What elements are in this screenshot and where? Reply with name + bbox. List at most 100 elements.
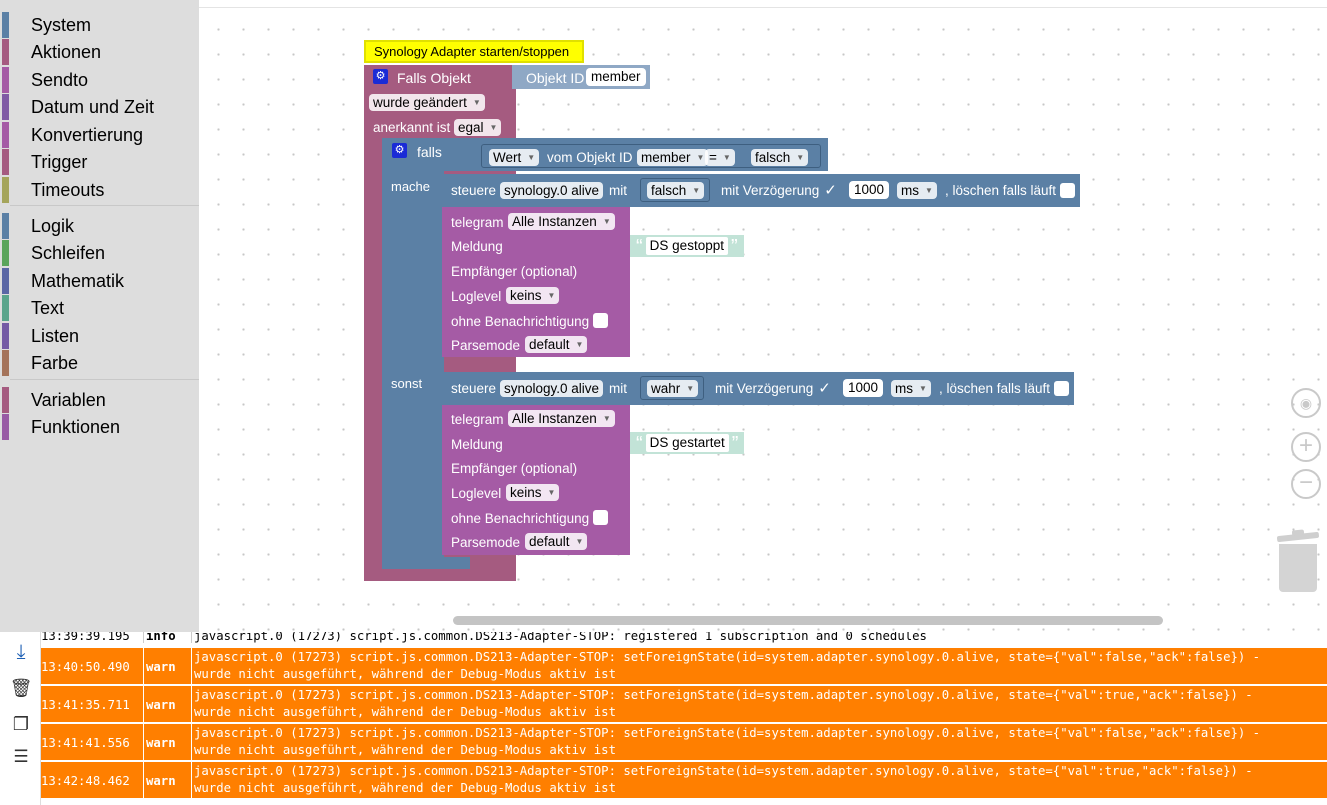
log-level: warn bbox=[144, 686, 192, 722]
loglevel-dropdown[interactable]: keins▼ bbox=[506, 484, 560, 501]
mutator-gear-icon[interactable]: ⚙ bbox=[373, 69, 388, 84]
loglevel-label: Loglevel bbox=[451, 486, 502, 501]
if-block[interactable] bbox=[382, 138, 444, 569]
operator-dropdown[interactable]: =▼ bbox=[705, 149, 735, 166]
vom-objekt-label: vom Objekt ID bbox=[547, 150, 633, 165]
member-dropdown[interactable]: member▼ bbox=[637, 149, 709, 166]
log-time: 13:40:50.490 bbox=[41, 648, 144, 684]
clear-checkbox[interactable] bbox=[1054, 381, 1069, 396]
category-label: Konvertierung bbox=[31, 125, 144, 145]
toolbox-category-system[interactable]: System bbox=[0, 12, 199, 38]
toolbox-category-aktionen[interactable]: Aktionen bbox=[0, 39, 199, 65]
delay-checkbox[interactable]: ✓ bbox=[824, 182, 837, 199]
clear-checkbox[interactable] bbox=[1060, 183, 1075, 198]
target-value: synology.0 alive bbox=[504, 183, 600, 198]
delay-field[interactable]: 1000 bbox=[843, 379, 884, 397]
category-swatch bbox=[2, 122, 9, 148]
value-dropdown[interactable]: falsch ▼ bbox=[647, 182, 705, 199]
delay-checkbox[interactable]: ✓ bbox=[818, 380, 831, 397]
category-swatch bbox=[2, 240, 9, 266]
plus-circle-icon[interactable]: + bbox=[1291, 432, 1321, 462]
value-dropdown[interactable]: wahr▼ bbox=[647, 380, 699, 397]
ohne-checkbox[interactable] bbox=[593, 313, 608, 328]
toolbox-category-sendto[interactable]: Sendto bbox=[0, 67, 199, 93]
target-dropdown[interactable]: synology.0 alive bbox=[500, 380, 604, 397]
ack-dropdown[interactable]: egal▼ bbox=[454, 119, 502, 136]
category-label: Trigger bbox=[31, 152, 88, 172]
log-message-line: javascript.0 (17273) script.js.common.DS… bbox=[194, 764, 1253, 778]
horizontal-scrollbar[interactable] bbox=[453, 616, 1163, 625]
log-row: 13:41:35.711 warn javascript.0 (17273) s… bbox=[41, 686, 1327, 724]
ohne-checkbox[interactable] bbox=[593, 510, 608, 525]
toolbox-category-konvertierung[interactable]: Konvertierung bbox=[0, 122, 199, 148]
dropdown-caret-icon: ▼ bbox=[692, 186, 701, 195]
parsemode-dropdown[interactable]: default▼ bbox=[525, 336, 588, 353]
unit-dropdown[interactable]: ms▼ bbox=[891, 380, 931, 397]
toolbox-category-variablen[interactable]: Variablen bbox=[0, 387, 199, 413]
log-time: 13:42:48.462 bbox=[41, 762, 144, 798]
category-swatch bbox=[2, 295, 9, 321]
dropdown-caret-icon: ▼ bbox=[925, 186, 933, 195]
toolbox-category-logik[interactable]: Logik bbox=[0, 213, 199, 239]
target-icon[interactable]: ◉ bbox=[1291, 388, 1321, 418]
dropdown-caret-icon: ▼ bbox=[527, 153, 536, 162]
operator-value: = bbox=[709, 150, 717, 165]
toolbox-category-text[interactable]: Text bbox=[0, 295, 199, 321]
trash-icon[interactable]: 🗑 bbox=[9, 678, 33, 698]
change-dropdown[interactable]: wurde geändert▼ bbox=[369, 94, 485, 111]
message-string-block[interactable]: “DS gestoppt” bbox=[630, 235, 744, 258]
arrow-down-to-line-icon[interactable]: ⤓ bbox=[16, 641, 26, 663]
target-dropdown[interactable]: synology.0 alive bbox=[500, 182, 604, 199]
log-message-line: wurde nicht ausgeführt, während der Debu… bbox=[194, 743, 616, 757]
log-message-line: javascript.0 (17273) script.js.common.DS… bbox=[194, 726, 1261, 740]
log-time: 13:41:35.711 bbox=[41, 686, 144, 722]
log-level: warn bbox=[144, 648, 192, 684]
message-text[interactable]: DS gestartet bbox=[645, 434, 729, 452]
message-text[interactable]: DS gestoppt bbox=[645, 237, 728, 255]
comment-text: Synology Adapter starten/stoppen bbox=[374, 44, 570, 59]
instances-dropdown[interactable]: Alle Instanzen▼ bbox=[508, 410, 615, 427]
wert-dropdown[interactable]: Wert▼ bbox=[489, 149, 540, 166]
toolbox-category-datum-und-zeit[interactable]: Datum und Zeit bbox=[0, 94, 199, 120]
ack-label: anerkannt ist bbox=[373, 120, 451, 135]
dropdown-caret-icon: ▼ bbox=[472, 98, 481, 107]
compare-dropdown[interactable]: falsch▼ bbox=[751, 149, 809, 166]
unit-dropdown[interactable]: ms▼ bbox=[897, 182, 937, 199]
log-message: javascript.0 (17273) script.js.common.DS… bbox=[192, 648, 1327, 684]
category-swatch bbox=[2, 12, 9, 38]
mache-label: mache bbox=[391, 179, 431, 194]
parsemode-dropdown[interactable]: default▼ bbox=[525, 533, 588, 550]
category-swatch bbox=[2, 94, 9, 120]
toolbox-category-listen[interactable]: Listen bbox=[0, 323, 199, 349]
comment-block[interactable]: Synology Adapter starten/stoppen bbox=[364, 40, 584, 63]
toolbox-category-trigger[interactable]: Trigger bbox=[0, 149, 199, 175]
dropdown-caret-icon: ▼ bbox=[575, 340, 584, 349]
copy-icon[interactable]: ❐ bbox=[12, 714, 30, 734]
blockly-workspace[interactable]: Synology Adapter starten/stoppen ⚙ Falls… bbox=[199, 8, 1327, 632]
toolbox-category-schleifen[interactable]: Schleifen bbox=[0, 240, 199, 266]
message-string-block[interactable]: “DS gestartet” bbox=[630, 432, 745, 455]
trashcan-icon[interactable] bbox=[1276, 529, 1320, 592]
columns-icon[interactable]: ☰ bbox=[13, 747, 29, 766]
toolbox-category-timeouts[interactable]: Timeouts bbox=[0, 177, 199, 203]
telegram-block-1[interactable] bbox=[442, 207, 630, 357]
telegram-label: telegram bbox=[451, 412, 504, 427]
parsemode-value: default bbox=[529, 534, 570, 549]
toolbox: System Aktionen Sendto Datum und Zeit Ko… bbox=[0, 0, 199, 632]
parsemode-label: Parsemode bbox=[451, 535, 521, 550]
instances-dropdown[interactable]: Alle Instanzen▼ bbox=[508, 213, 615, 230]
toolbox-category-funktionen[interactable]: Funktionen bbox=[0, 414, 199, 440]
value-text: falsch bbox=[651, 183, 687, 198]
toolbox-category-mathematik[interactable]: Mathematik bbox=[0, 268, 199, 294]
value-text: wahr bbox=[651, 381, 681, 396]
object-id-field[interactable]: member bbox=[586, 68, 646, 86]
delay-field[interactable]: 1000 bbox=[849, 181, 890, 199]
minus-circle-icon[interactable]: − bbox=[1291, 469, 1321, 499]
telegram-block-2[interactable] bbox=[442, 405, 630, 555]
category-swatch bbox=[2, 149, 9, 175]
steuere-label: steuere bbox=[451, 183, 497, 198]
if-mutator-gear-icon[interactable]: ⚙ bbox=[392, 143, 407, 158]
loglevel-dropdown[interactable]: keins▼ bbox=[506, 287, 560, 304]
toolbox-category-farbe[interactable]: Farbe bbox=[0, 350, 199, 376]
log-row: 13:40:50.490 warn javascript.0 (17273) s… bbox=[41, 648, 1327, 686]
